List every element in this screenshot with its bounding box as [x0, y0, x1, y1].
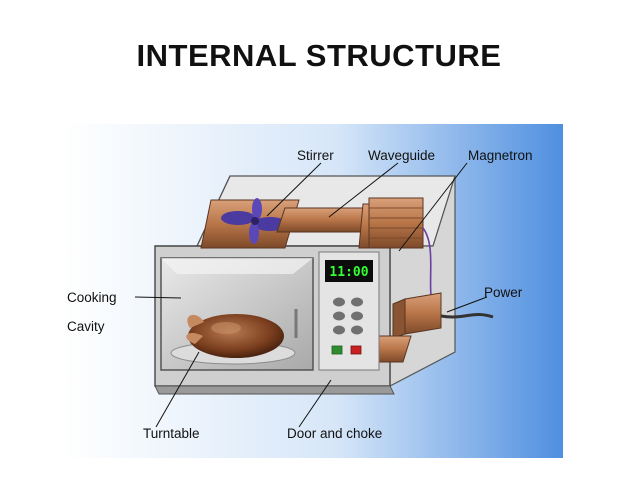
label-cavity: Cavity — [67, 319, 105, 334]
label-stirrer: Stirrer — [297, 148, 334, 163]
keypad — [331, 297, 363, 355]
chicken-icon — [186, 314, 284, 358]
label-magnetron: Magnetron — [468, 148, 533, 163]
label-door-and-choke: Door and choke — [287, 426, 382, 441]
label-waveguide: Waveguide — [368, 148, 435, 163]
clock-text: 11:00 — [329, 265, 368, 280]
cooking-cavity — [160, 257, 314, 371]
plug-icon — [440, 312, 494, 319]
stirrer — [200, 198, 300, 249]
magnetron — [368, 197, 432, 297]
clock-display — [325, 260, 373, 282]
leader-lines — [134, 162, 488, 428]
slide-title: INTERNAL STRUCTURE — [136, 38, 502, 73]
control-panel: 11:00 — [318, 251, 380, 371]
microwave-diagram: 11:00 Stirrer Waveguide Magnetron Cookin… — [63, 124, 563, 458]
label-turntable: Turntable — [143, 426, 200, 441]
label-power: Power — [484, 285, 523, 300]
label-cooking: Cooking — [67, 290, 117, 305]
